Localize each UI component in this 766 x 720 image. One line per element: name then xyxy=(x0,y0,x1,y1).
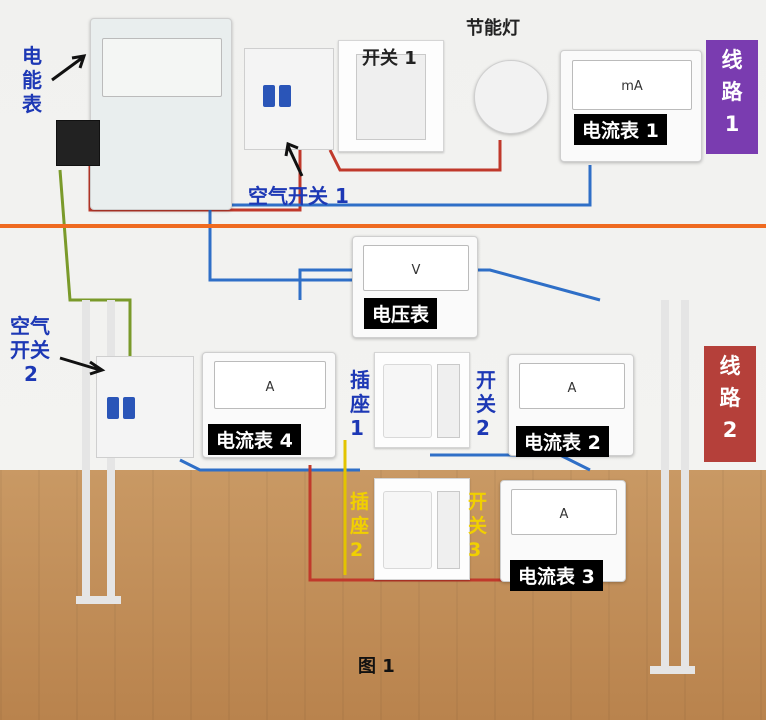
switch-1-label: 开关 1 xyxy=(362,48,417,69)
line-2-badge: 线 路 2 xyxy=(704,346,756,462)
switch-1 xyxy=(338,40,444,152)
section-divider xyxy=(0,224,766,228)
red-wire-lamp xyxy=(328,140,502,172)
switch-1-rocker xyxy=(355,54,427,140)
air-switch-1 xyxy=(244,48,334,150)
ammeter-1-label: 电流表 1 xyxy=(574,114,667,145)
socket-2-panel xyxy=(374,478,470,580)
voltmeter-dial: V xyxy=(362,245,470,291)
ammeter-1: mA xyxy=(560,50,702,162)
switch-3 xyxy=(436,491,460,569)
ammeter-1-unit: mA xyxy=(621,79,643,95)
green-wire xyxy=(58,169,132,360)
ammeter-4-unit: A xyxy=(265,379,275,395)
socket-1-label: 插 座 1 xyxy=(350,368,370,440)
blue-wire-socket xyxy=(430,453,591,472)
right-stand-frame xyxy=(650,300,695,674)
socket-1-panel xyxy=(374,352,470,448)
air-switch-1-arrow-icon xyxy=(284,141,304,177)
air-switch-2 xyxy=(96,356,194,458)
ammeter-3-dial: A xyxy=(510,489,618,535)
socket-1 xyxy=(382,364,432,438)
energy-meter-display xyxy=(102,38,222,97)
voltmeter-label: 电压表 xyxy=(364,298,438,329)
energy-saving-lamp xyxy=(474,60,548,134)
line-1-badge: 线 路 1 xyxy=(706,40,758,154)
ammeter-4-label: 电流表 4 xyxy=(208,424,301,455)
switch-2-label: 开 关 2 xyxy=(476,368,496,440)
ammeter-1-dial: mA xyxy=(572,59,692,111)
air-switch-2-lever-right xyxy=(123,397,135,419)
socket-2-label: 插 座 2 xyxy=(350,491,370,561)
terminal-block xyxy=(56,120,100,166)
energy-meter-label: 电 能 表 xyxy=(22,44,42,116)
energy-meter-arrow-icon xyxy=(51,54,87,82)
figure-caption: 图 1 xyxy=(358,656,395,677)
air-switch-1-lever-right xyxy=(279,85,291,107)
switch-2 xyxy=(436,364,460,438)
air-switch-2-lever-left xyxy=(107,397,119,419)
ammeter-3-unit: A xyxy=(559,506,569,522)
ammeter-2-label: 电流表 2 xyxy=(516,426,609,457)
switch-3-label: 开 关 3 xyxy=(468,491,488,561)
lamp-label: 节能灯 xyxy=(466,18,520,39)
red-wire-lower xyxy=(308,465,520,582)
air-switch-1-lever-left xyxy=(263,85,275,107)
air-switch-1-label: 空气开关 1 xyxy=(248,184,349,208)
ammeter-2-unit: A xyxy=(567,380,577,396)
socket-2 xyxy=(382,491,432,569)
ammeter-2-dial: A xyxy=(518,363,626,409)
energy-meter xyxy=(90,18,232,210)
air-switch-2-label: 空气 开关 2 xyxy=(10,314,50,386)
ammeter-3-label: 电流表 3 xyxy=(510,560,603,591)
ammeter-4-dial: A xyxy=(213,361,327,410)
right-stand xyxy=(640,300,700,680)
air-switch-2-arrow-icon xyxy=(59,356,106,376)
blue-wire-lower xyxy=(179,458,360,472)
voltmeter-unit: V xyxy=(411,262,421,278)
